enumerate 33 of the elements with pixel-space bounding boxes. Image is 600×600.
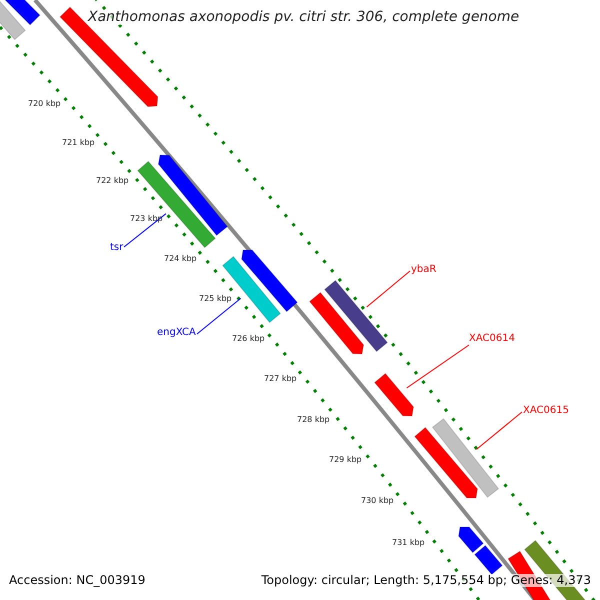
- leader-line: [366, 270, 410, 308]
- gene-bar: [458, 526, 484, 554]
- gene-label: XAC0614: [469, 333, 515, 344]
- gene-bar: [374, 372, 414, 416]
- gene-bar: [241, 250, 298, 312]
- scale-label: 724 kbp: [164, 255, 197, 264]
- leader-line: [406, 344, 470, 388]
- scale-label: 721 kbp: [62, 139, 95, 148]
- gene-bar: [0, 0, 26, 40]
- gene-label: ybaR: [411, 264, 436, 275]
- gene-label: XAC0615: [523, 405, 569, 416]
- scale-label: 720 kbp: [28, 100, 61, 109]
- leader-line: [124, 213, 166, 248]
- gene-bar: [308, 292, 364, 354]
- accession-text: Accession: NC_003919: [9, 574, 146, 588]
- scale-label: 731 kbp: [392, 539, 425, 548]
- scale-label: 728 kbp: [297, 416, 330, 425]
- scale-label: 722 kbp: [96, 177, 129, 186]
- diagram-title: Xanthomonas axonopodis pv. citri str. 306, complete genome: [88, 10, 520, 26]
- scale-label: 727 kbp: [264, 375, 297, 384]
- gene-bar: [432, 418, 500, 498]
- scale-label: 725 kbp: [199, 295, 232, 304]
- scale-label: 729 kbp: [329, 456, 362, 465]
- leader-line: [476, 412, 522, 450]
- scale-label: 730 kbp: [361, 497, 394, 506]
- gene-label: engXCA: [157, 327, 196, 338]
- gene-bar: [324, 280, 388, 352]
- leader-line: [196, 298, 242, 334]
- gene-label: tsr: [110, 242, 124, 253]
- gene-bar: [414, 426, 478, 498]
- gene-bar: [474, 544, 503, 576]
- scale-label: 726 kbp: [232, 335, 265, 344]
- genome-info-text: Topology: circular; Length: 5,175,554 bp; Genes: 4,373: [261, 574, 591, 588]
